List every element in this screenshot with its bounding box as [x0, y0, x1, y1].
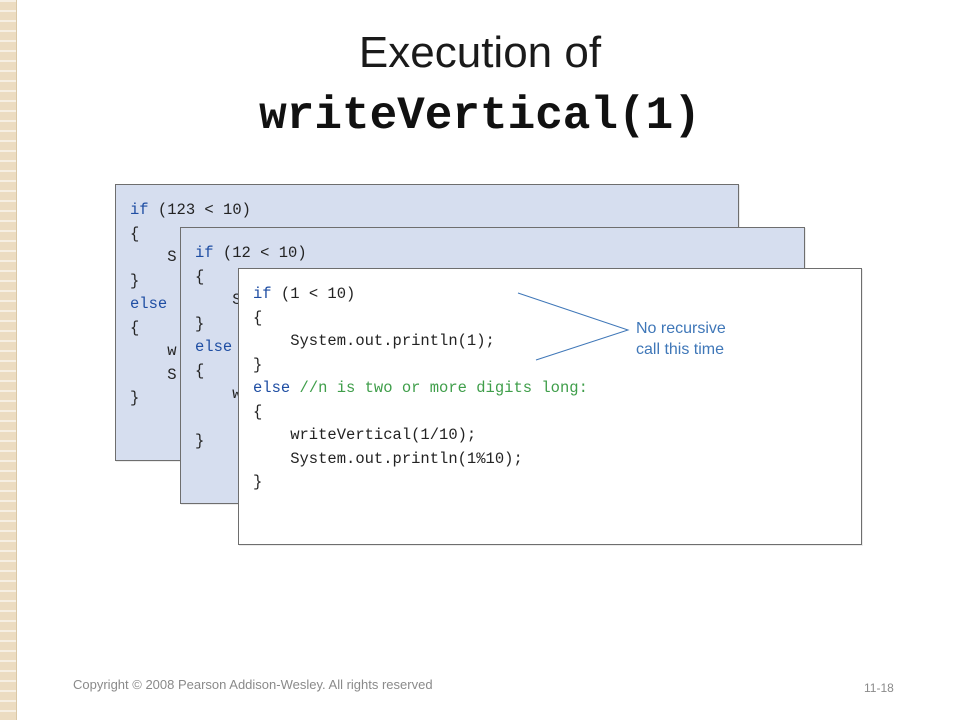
- code-comment: //n is two or more digits long:: [290, 379, 588, 397]
- code-line: }: [130, 271, 140, 290]
- code-line: }: [253, 355, 263, 374]
- footer-page-number: 11-18: [864, 681, 894, 695]
- slide-title-line1: Execution of: [358, 28, 602, 77]
- code-line: }: [195, 314, 205, 333]
- code-line: System.out.println(1%10);: [253, 449, 523, 468]
- code-line: writeVertical(1/10);: [253, 426, 477, 444]
- callout-label: No recursive call this time: [636, 318, 726, 360]
- code-line: S: [195, 291, 242, 309]
- code-text: (123 < 10): [148, 201, 251, 219]
- side-decoration-stripe: [0, 0, 17, 720]
- code-line: w: [130, 342, 177, 360]
- code-keyword: if: [253, 285, 272, 303]
- code-block-back: if (123 < 10) { S } else { w S }: [130, 199, 251, 411]
- code-line: {: [253, 308, 263, 327]
- code-block-middle: if (12 < 10) { S } else { w }: [195, 242, 307, 454]
- code-line: S: [130, 248, 177, 266]
- code-keyword: else: [130, 295, 168, 313]
- code-line: System.out.println(1);: [253, 332, 495, 350]
- code-block-front: if (1 < 10) { System.out.println(1); } e…: [253, 283, 588, 495]
- code-line: }: [130, 389, 140, 407]
- footer-copyright: Copyright © 2008 Pearson Addison-Wesley.…: [73, 677, 433, 692]
- code-keyword: else: [195, 338, 233, 356]
- code-line: }: [253, 473, 263, 491]
- code-line: {: [195, 361, 205, 380]
- code-line: {: [253, 402, 263, 421]
- callout-line-1: No recursive: [636, 320, 726, 337]
- code-line: S: [130, 365, 177, 384]
- code-text: (1 < 10): [271, 285, 356, 303]
- slide-title-code: writeVertical(1): [259, 90, 701, 142]
- code-keyword: if: [130, 201, 149, 219]
- code-keyword: if: [195, 244, 214, 262]
- code-frame-front: if (1 < 10) { System.out.println(1); } e…: [238, 268, 862, 545]
- code-line: w: [195, 385, 242, 403]
- code-text: (12 < 10): [213, 244, 307, 262]
- code-line: }: [195, 432, 205, 450]
- code-line: {: [195, 267, 205, 286]
- code-line: {: [130, 224, 140, 243]
- code-line: {: [130, 318, 140, 337]
- callout-line-2: call this time: [636, 341, 725, 358]
- code-keyword: else: [253, 379, 291, 397]
